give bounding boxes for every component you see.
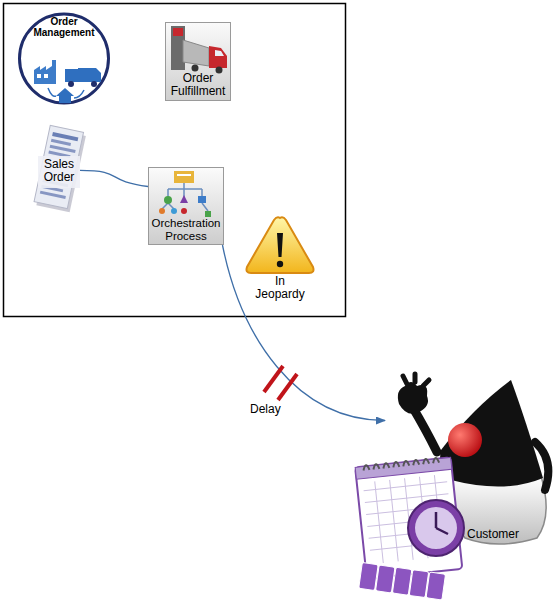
art-part bbox=[205, 211, 211, 217]
art-part bbox=[91, 81, 97, 87]
art-part bbox=[448, 423, 482, 457]
art-part bbox=[37, 74, 41, 78]
art-part bbox=[423, 459, 429, 465]
art-part bbox=[20, 14, 109, 103]
art-part bbox=[403, 461, 409, 467]
flow-connector bbox=[222, 245, 385, 421]
art-part bbox=[174, 171, 194, 183]
art-part bbox=[433, 458, 439, 464]
art-part bbox=[376, 565, 395, 593]
art-part bbox=[409, 570, 428, 598]
node-label: Sales Order bbox=[32, 158, 86, 184]
counter-tiles bbox=[359, 563, 446, 600]
art-part bbox=[181, 208, 187, 214]
art-part bbox=[177, 174, 191, 176]
warning-icon: In Jeopardy bbox=[245, 215, 315, 307]
node-label: Customer bbox=[463, 528, 523, 541]
node-label: Orchestration Process bbox=[146, 217, 226, 242]
flow-connector bbox=[80, 170, 148, 186]
art-part bbox=[56, 88, 74, 103]
art-part bbox=[40, 191, 66, 199]
art-part bbox=[435, 512, 438, 528]
art-part bbox=[383, 463, 389, 469]
art-part bbox=[198, 196, 206, 203]
art-part bbox=[359, 563, 378, 591]
art-part bbox=[277, 261, 283, 267]
art-part bbox=[393, 462, 399, 468]
art-part bbox=[192, 65, 199, 72]
art-part bbox=[171, 208, 177, 214]
art-part bbox=[375, 481, 384, 563]
art-part bbox=[216, 67, 223, 74]
fulfillment-icon: Order Fulfillment bbox=[165, 22, 231, 101]
art-part bbox=[355, 457, 462, 578]
art-part bbox=[209, 46, 227, 68]
art-part bbox=[413, 408, 437, 452]
art-part bbox=[215, 50, 224, 56]
art-part bbox=[34, 60, 56, 84]
node-label: Order Management bbox=[32, 16, 96, 38]
calendar-icon bbox=[355, 456, 462, 578]
art-part bbox=[277, 233, 283, 257]
art-part bbox=[413, 460, 419, 466]
art-part bbox=[74, 90, 84, 98]
delay-mark bbox=[264, 366, 283, 392]
art-part bbox=[403, 374, 429, 386]
node-label: Order Fulfillment bbox=[165, 72, 231, 98]
art-part bbox=[183, 40, 209, 66]
node-label: In Jeopardy bbox=[253, 275, 307, 301]
system-circle: Order Management bbox=[18, 10, 110, 107]
art-part bbox=[51, 139, 71, 146]
art-part bbox=[355, 457, 452, 479]
art-part bbox=[65, 69, 78, 82]
art-part bbox=[247, 217, 314, 273]
art-part bbox=[392, 567, 411, 595]
art-part bbox=[48, 88, 56, 96]
art-part bbox=[436, 528, 448, 534]
art-part bbox=[162, 183, 208, 211]
art-part bbox=[390, 480, 399, 562]
art-part bbox=[363, 465, 369, 471]
clock-icon bbox=[408, 500, 464, 556]
art-part bbox=[415, 507, 457, 549]
art-part bbox=[373, 464, 379, 470]
art-part bbox=[164, 196, 172, 204]
connector-label: Delay bbox=[250, 402, 281, 416]
delay-mark bbox=[278, 374, 297, 400]
art-part bbox=[68, 81, 74, 87]
art-part bbox=[180, 195, 188, 203]
art-part bbox=[44, 74, 48, 78]
art-part bbox=[159, 208, 165, 214]
system-frame bbox=[4, 4, 346, 317]
art-part bbox=[440, 380, 543, 487]
art-part bbox=[535, 442, 548, 490]
art-part bbox=[426, 572, 445, 600]
art-part bbox=[78, 68, 101, 82]
art-part bbox=[363, 458, 439, 471]
delay-marks bbox=[264, 366, 297, 400]
process-icon: Orchestration Process bbox=[148, 167, 224, 245]
art-part bbox=[173, 28, 183, 36]
document-icon: Sales Order bbox=[38, 122, 80, 210]
art-part bbox=[166, 23, 231, 101]
art-part bbox=[408, 500, 464, 556]
